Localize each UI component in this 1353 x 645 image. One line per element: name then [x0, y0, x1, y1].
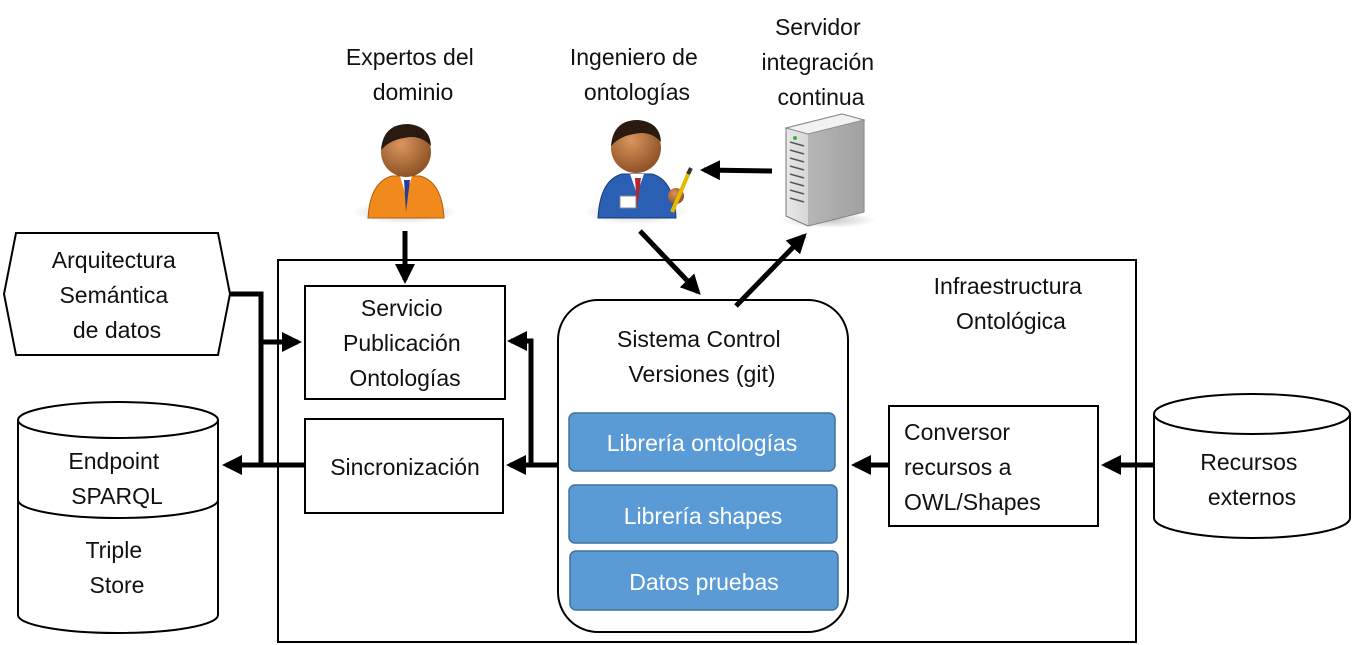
svg-text:Datos pruebas: Datos pruebas — [629, 569, 779, 595]
vcs-container: Sistema Control Versiones (git) Librería… — [557, 299, 849, 633]
semantic-architecture-node: Arquitectura Semántica de datos — [2, 232, 232, 356]
infrastructure-label: Infraestructura Ontológica — [934, 273, 1089, 334]
arrow-vcs-to-server — [734, 233, 807, 308]
converter-label: Conversor recursos a OWL/Shapes — [904, 419, 1041, 515]
external-resources-label: Recursos externos — [1200, 449, 1304, 510]
sync-label: Sincronización — [330, 454, 480, 480]
ci-server-actor: Servidor integración continua — [762, 14, 881, 228]
arrow-engineer-to-vcs — [638, 229, 701, 295]
triple-store-label: Triple Store — [85, 537, 148, 598]
svg-text:Librería ontologías: Librería ontologías — [607, 430, 798, 456]
vcs-label: Sistema Control Versiones (git) — [617, 326, 787, 387]
publication-service-box: Servicio Publicación Ontologías — [304, 285, 506, 400]
converter-box: Conversor recursos a OWL/Shapes — [888, 405, 1099, 527]
sync-box: Sincronización — [304, 418, 504, 514]
external-resources-cylinder: Recursos externos — [1153, 393, 1351, 539]
domain-experts-label: Expertos del dominio — [346, 44, 480, 105]
vcs-item-test-data: Datos pruebas — [569, 550, 839, 611]
vcs-item-shapes-library: Librería shapes — [568, 484, 838, 544]
arrows — [222, 160, 1154, 475]
server-icon — [780, 113, 876, 228]
ontology-engineer-actor: Ingeniero de ontologías — [570, 44, 704, 224]
arrow-server-to-engineer — [700, 160, 773, 181]
semantic-architecture-label: Arquitectura Semántica de datos — [52, 247, 182, 343]
ci-server-label: Servidor integración continua — [762, 14, 881, 110]
arrow-vcs-to-publication — [507, 331, 558, 468]
person-icon — [353, 124, 457, 224]
person-with-pen-icon — [584, 120, 693, 224]
ontology-engineer-label: Ingeniero de ontologías — [570, 44, 704, 105]
triple-store-cylinder: Endpoint SPARQL Triple Store — [17, 401, 219, 634]
svg-text:Librería shapes: Librería shapes — [624, 503, 783, 529]
domain-experts-actor: Expertos del dominio — [346, 44, 480, 224]
triple-store-endpoint-label: Endpoint SPARQL — [68, 448, 165, 509]
vcs-item-ontology-library: Librería ontologías — [568, 412, 836, 472]
publication-service-label: Servicio Publicación Ontologías — [343, 295, 467, 391]
